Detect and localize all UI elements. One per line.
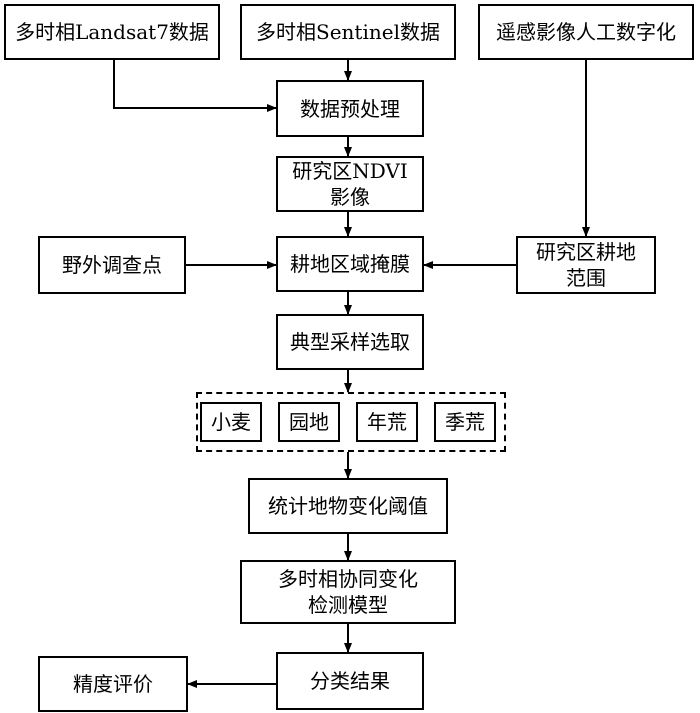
category-group bbox=[196, 392, 506, 452]
node-cropland-extent: 研究区耕地 范围 bbox=[516, 236, 656, 294]
category-seasonal-fallow: 季荒 bbox=[434, 402, 496, 442]
node-cropland-mask: 耕地区域掩膜 bbox=[276, 236, 424, 292]
category-annual-fallow: 年荒 bbox=[356, 402, 418, 442]
node-accuracy-assessment: 精度评价 bbox=[38, 656, 188, 712]
category-garden: 园地 bbox=[278, 402, 340, 442]
node-classification-result: 分类结果 bbox=[276, 652, 424, 710]
category-wheat: 小麦 bbox=[200, 402, 262, 442]
node-preprocess: 数据预处理 bbox=[276, 80, 424, 137]
node-typical-sampling: 典型采样选取 bbox=[276, 314, 424, 370]
node-change-threshold: 统计地物变化阈值 bbox=[248, 478, 448, 534]
node-detection-model: 多时相协同变化 检测模型 bbox=[240, 560, 456, 624]
node-field-survey-points: 野外调查点 bbox=[38, 236, 186, 294]
node-ndvi-image: 研究区NDVI 影像 bbox=[276, 156, 424, 212]
arrow-landsat-to-preprocess bbox=[113, 60, 277, 112]
node-landsat-data: 多时相Landsat7数据 bbox=[4, 4, 220, 60]
node-manual-digitization: 遥感影像人工数字化 bbox=[478, 4, 694, 60]
node-sentinel-data: 多时相Sentinel数据 bbox=[240, 4, 456, 60]
